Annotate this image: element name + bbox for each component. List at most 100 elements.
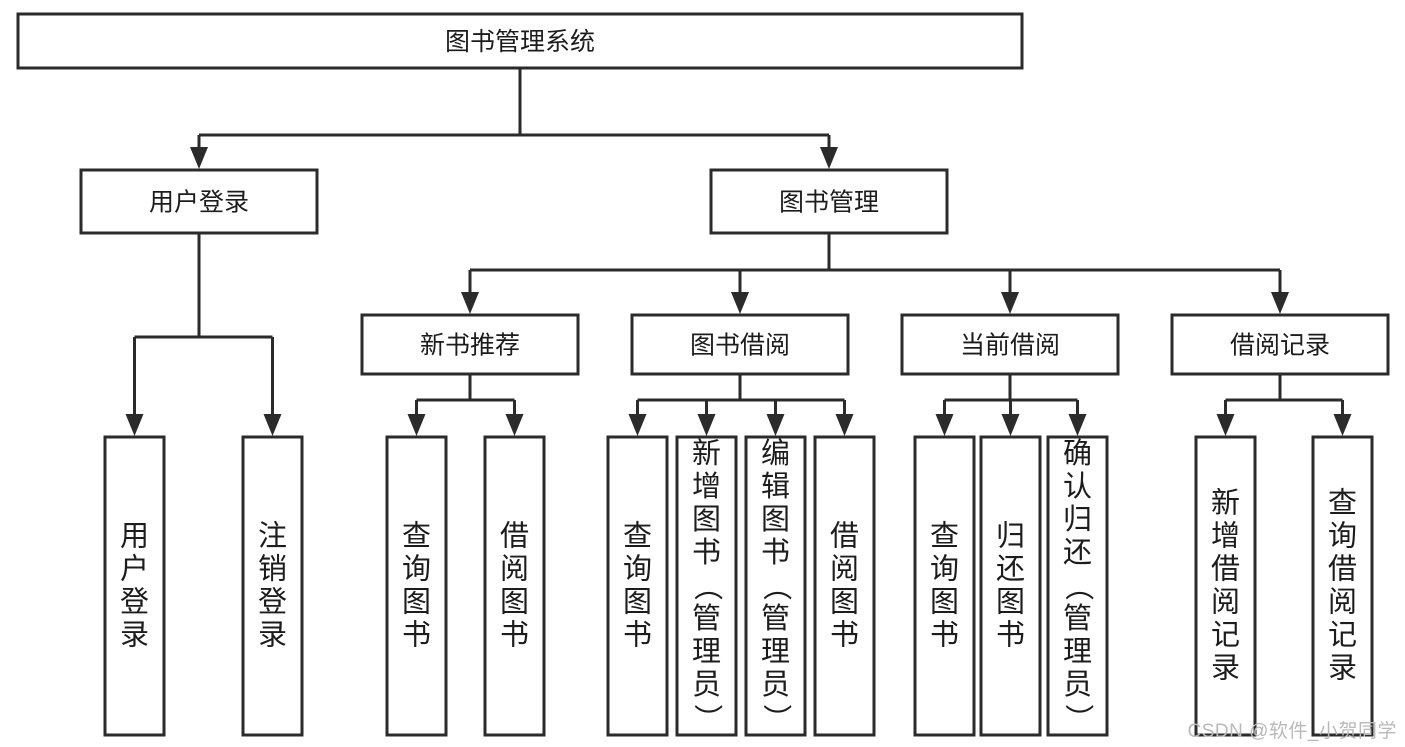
svg-text:书: 书 xyxy=(402,619,431,652)
svg-text:销: 销 xyxy=(258,553,287,586)
svg-text:登: 登 xyxy=(258,586,287,619)
arrow-head-icon xyxy=(1068,414,1087,436)
svg-text:（: （ xyxy=(760,572,792,601)
svg-text:询: 询 xyxy=(402,553,431,586)
arrow-head-icon xyxy=(766,414,785,436)
arrow-head-icon xyxy=(731,292,749,314)
node-box-leaf-add-record xyxy=(1194,435,1257,737)
svg-text:书: 书 xyxy=(761,536,790,569)
svg-text:员: 员 xyxy=(1063,669,1092,701)
node-box-leaf-confirm-return xyxy=(1046,435,1109,737)
svg-text:增: 增 xyxy=(692,470,721,503)
node-box-leaf-query-book-rec xyxy=(385,435,448,737)
node-current-borrow[interactable]: 当前借阅 xyxy=(900,313,1120,376)
svg-text:理: 理 xyxy=(692,636,721,668)
svg-text:图: 图 xyxy=(402,587,431,619)
node-box-current-borrow xyxy=(900,313,1120,376)
node-leaf-user-login[interactable]: 用户登录 xyxy=(103,435,166,737)
node-box-leaf-add-book xyxy=(675,435,738,737)
svg-text:查: 查 xyxy=(623,520,652,553)
node-label-user-login: 用户登录 xyxy=(149,189,249,217)
node-box-leaf-return-book xyxy=(979,435,1042,737)
svg-text:阅: 阅 xyxy=(1211,586,1240,619)
node-book-borrow[interactable]: 图书借阅 xyxy=(630,313,850,376)
svg-text:管: 管 xyxy=(692,602,721,635)
node-box-leaf-query-book-borrow xyxy=(606,435,669,737)
node-box-undefined xyxy=(16,12,1024,70)
connector-layer xyxy=(125,68,1352,436)
arrow-head-icon xyxy=(1216,414,1235,436)
node-box-leaf-query-record xyxy=(1311,435,1374,737)
arrow-head-icon xyxy=(125,414,144,436)
svg-text:书: 书 xyxy=(996,619,1025,652)
svg-text:录: 录 xyxy=(1211,653,1240,685)
svg-text:书: 书 xyxy=(930,619,959,652)
svg-text:辑: 辑 xyxy=(761,470,790,503)
svg-text:记: 记 xyxy=(1211,620,1240,652)
svg-text:员: 员 xyxy=(761,669,790,701)
svg-text:图: 图 xyxy=(830,587,859,619)
node-borrow-records[interactable]: 借阅记录 xyxy=(1170,313,1390,376)
svg-text:借: 借 xyxy=(830,520,859,553)
svg-text:录: 录 xyxy=(1328,653,1357,685)
node-label-undefined: 图书管理系统 xyxy=(445,28,595,56)
arrow-head-icon xyxy=(820,147,838,169)
node-box-leaf-edit-book xyxy=(744,435,807,737)
arrow-head-icon xyxy=(628,414,647,436)
node-box-borrow-records xyxy=(1170,313,1390,376)
arrow-head-icon xyxy=(407,414,426,436)
arrow-head-icon xyxy=(263,414,282,436)
arrow-head-icon xyxy=(835,414,854,436)
node-box-user-login xyxy=(79,168,319,235)
svg-text:询: 询 xyxy=(1328,520,1357,553)
svg-text:员: 员 xyxy=(692,669,721,701)
svg-text:户: 户 xyxy=(120,553,149,586)
svg-text:询: 询 xyxy=(930,553,959,586)
svg-text:借: 借 xyxy=(500,520,529,553)
node-new-book-recommend[interactable]: 新书推荐 xyxy=(360,313,580,376)
node-user-login[interactable]: 用户登录 xyxy=(79,168,319,235)
svg-text:归: 归 xyxy=(1063,503,1092,536)
svg-text:编: 编 xyxy=(761,437,790,470)
svg-text:）: ） xyxy=(1062,704,1094,733)
svg-text:新: 新 xyxy=(1211,487,1240,520)
node-label-current-borrow: 当前借阅 xyxy=(960,332,1060,360)
node-layer: 图书管理系统用户登录图书管理新书推荐图书借阅当前借阅借阅记录用户登录注销登录查询… xyxy=(16,12,1390,737)
node-label-new-book-recommend: 新书推荐 xyxy=(420,332,520,360)
node-box-book-management xyxy=(709,168,949,235)
arrow-head-icon xyxy=(1333,414,1352,436)
node-box-leaf-user-login xyxy=(103,435,166,737)
node-label-book-borrow: 图书借阅 xyxy=(690,332,790,360)
node-book-management[interactable]: 图书管理 xyxy=(709,168,949,235)
svg-text:查: 查 xyxy=(930,520,959,553)
svg-text:（: （ xyxy=(691,572,723,601)
svg-text:新: 新 xyxy=(692,437,721,470)
arrow-head-icon xyxy=(1271,292,1289,314)
node-undefined[interactable]: 图书管理系统 xyxy=(16,12,1024,70)
svg-text:图: 图 xyxy=(930,587,959,619)
node-box-leaf-borrow-book xyxy=(813,435,876,737)
svg-text:登: 登 xyxy=(120,586,149,619)
